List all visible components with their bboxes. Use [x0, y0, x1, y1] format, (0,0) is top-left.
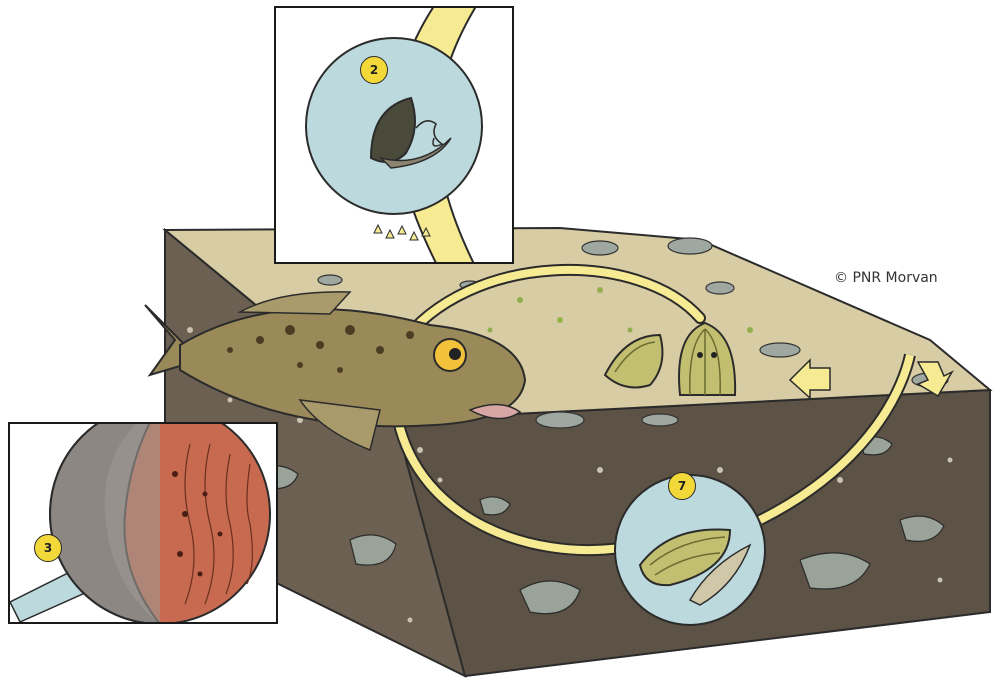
copyright-credit: © PNR Morvan: [834, 270, 938, 286]
inset-step-3: 3: [8, 422, 278, 624]
inset-step-2: 2: [274, 6, 514, 264]
step-7-marker: 7: [668, 472, 696, 500]
step-2-marker: 2: [360, 56, 388, 84]
step-3-marker: 3: [34, 534, 62, 562]
inset-step-2-drawing: [276, 8, 512, 262]
inset-step-3-drawing: [10, 424, 276, 622]
